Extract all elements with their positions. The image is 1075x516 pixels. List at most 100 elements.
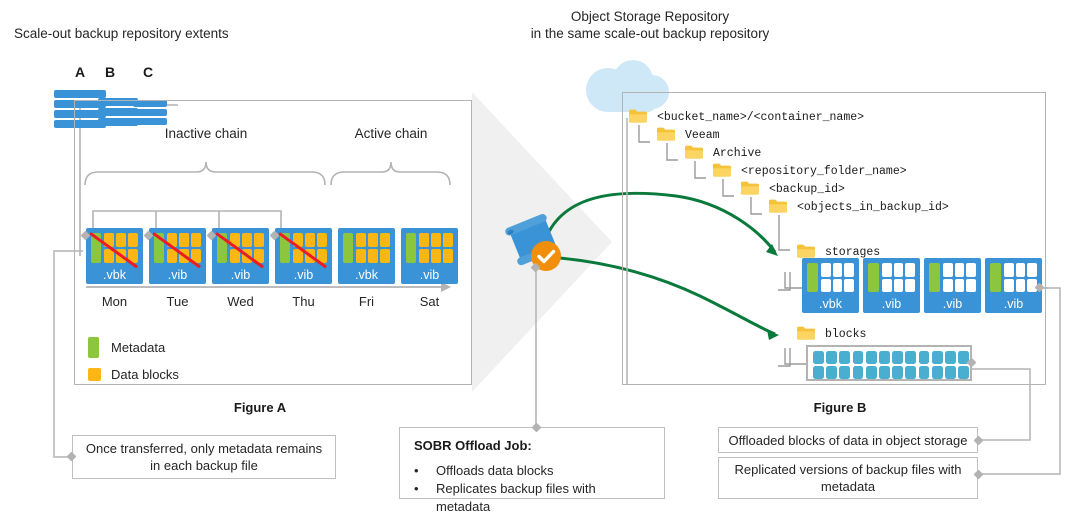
folder-icon	[656, 127, 676, 143]
sobr-bullets: •Offloads data blocks•Replicates backup …	[414, 462, 650, 516]
folder-icon	[740, 181, 760, 197]
data-block-cell	[179, 233, 189, 247]
offloaded-block-cell	[865, 366, 877, 379]
data-block-cell	[293, 233, 303, 247]
data-block-cell	[356, 249, 366, 263]
data-block-cell	[167, 249, 177, 263]
metadata-bar-icon	[217, 233, 227, 263]
backup-file-extension: .vib	[230, 268, 251, 282]
offloaded-block-cell	[865, 351, 877, 364]
empty-blocks-grid	[821, 263, 854, 292]
backup-day-label: Thu	[292, 294, 315, 309]
data-block-cell	[191, 249, 201, 263]
folder-tree-row[interactable]: <bucket_name>/<container_name>	[628, 108, 864, 126]
backup-file-extension: .vib	[419, 268, 440, 282]
folder-name-label: <backup_id>	[769, 182, 845, 196]
offloaded-block-cell	[931, 366, 943, 379]
object-storage-file-card: .vib	[863, 258, 920, 313]
extent-a-label: A	[74, 64, 86, 80]
offloaded-block-cell	[892, 351, 903, 364]
inactive-chain-label: Inactive chain	[164, 126, 248, 141]
offloaded-block-cell	[852, 366, 864, 379]
offloaded-block-cell	[839, 351, 851, 364]
empty-blocks-grid	[882, 263, 915, 292]
object-storage-file-extension: .vib	[1003, 297, 1024, 311]
offloaded-block-cell	[813, 366, 824, 379]
data-block-cell	[116, 233, 126, 247]
empty-block-cell	[832, 263, 843, 277]
object-storage-file-extension: .vib	[942, 297, 963, 311]
figure-a-label: Figure A	[233, 400, 287, 415]
data-blocks-grid	[356, 233, 390, 263]
offloaded-block-cell	[905, 351, 917, 364]
folder-tree-row[interactable]: Archive	[684, 144, 761, 162]
folder-tree-row[interactable]: <repository_folder_name>	[712, 162, 907, 180]
extent-b-label: B	[104, 64, 116, 80]
empty-block-cell	[954, 263, 965, 277]
offloaded-block-cell	[826, 366, 837, 379]
green-arrow-blocks	[559, 256, 776, 336]
object-storage-blocks-box	[806, 345, 972, 381]
offloaded-block-cell	[958, 366, 969, 379]
extent-a	[54, 90, 106, 130]
backup-day-label: Fri	[358, 294, 375, 309]
folder-name-label: Archive	[713, 146, 762, 160]
object-storage-blocks-grid	[813, 351, 969, 379]
empty-block-cell	[1027, 278, 1037, 292]
right-note-1-connector	[967, 368, 1031, 441]
data-block-cell	[368, 249, 378, 263]
metadata-bar-icon	[868, 263, 879, 292]
empty-block-cell	[1004, 278, 1014, 292]
cloud-icon	[578, 58, 674, 114]
storages-connector-down	[784, 272, 808, 289]
metadata-bar-icon	[343, 233, 353, 263]
right-note-2-callout: Replicated versions of backup files with…	[718, 457, 978, 499]
right-note-1-callout: Offloaded blocks of data in object stora…	[718, 427, 978, 453]
empty-block-cell	[966, 278, 976, 292]
backup-file-extension: .vbk	[355, 268, 378, 282]
empty-blocks-grid	[943, 263, 976, 292]
backup-file-card: .vib	[269, 228, 332, 284]
offloaded-block-cell	[852, 351, 864, 364]
offloaded-block-cell	[931, 351, 943, 364]
object-storage-file-card: .vib	[924, 258, 981, 313]
data-block-cell	[104, 233, 114, 247]
empty-block-cell	[882, 263, 892, 277]
folder-tree-row[interactable]: Veeam	[656, 126, 720, 144]
folder-tree-row[interactable]: storages	[796, 243, 880, 261]
left-note-text: Once transferred, only metadata remains …	[85, 441, 323, 473]
legend-label-metadata: Metadata	[111, 339, 166, 355]
folder-name-label: storages	[825, 245, 881, 259]
offloaded-block-cell	[826, 351, 837, 364]
active-chain-brace	[330, 161, 451, 186]
backup-file-card: .vbk	[338, 228, 395, 284]
data-block-cell	[317, 233, 327, 247]
folder-icon	[796, 326, 816, 342]
backup-file-extension: .vib	[167, 268, 188, 282]
folder-name-label: <repository_folder_name>	[741, 164, 907, 178]
data-block-cell	[305, 233, 315, 247]
folder-tree-row[interactable]: <backup_id>	[740, 180, 845, 198]
folder-tree-row[interactable]: blocks	[796, 325, 866, 343]
empty-block-cell	[943, 263, 953, 277]
empty-block-cell	[893, 278, 904, 292]
offloaded-block-cell	[879, 366, 890, 379]
object-storage-file-card: .vib	[985, 258, 1042, 313]
backup-file-card: .vbk	[80, 228, 143, 284]
metadata-bar-icon	[406, 233, 416, 263]
folder-name-label: blocks	[825, 327, 867, 341]
empty-block-cell	[1027, 263, 1037, 277]
data-block-cell	[380, 233, 390, 247]
active-chain-label: Active chain	[354, 126, 428, 141]
data-block-cell	[317, 249, 327, 263]
timeline-arrowhead	[441, 282, 451, 292]
data-block-cell	[254, 249, 264, 263]
empty-block-cell	[844, 263, 854, 277]
sobr-bullet-text: Replicates backup files with metadata	[436, 481, 596, 514]
legend-item-metadata: Metadata	[88, 336, 179, 358]
metadata-bar-icon	[91, 233, 101, 263]
green-arrow-blocks-head	[767, 330, 779, 340]
folder-tree-row[interactable]: <objects_in_backup_id>	[768, 198, 949, 216]
data-block-cell	[443, 249, 453, 263]
folder-icon	[628, 109, 648, 125]
